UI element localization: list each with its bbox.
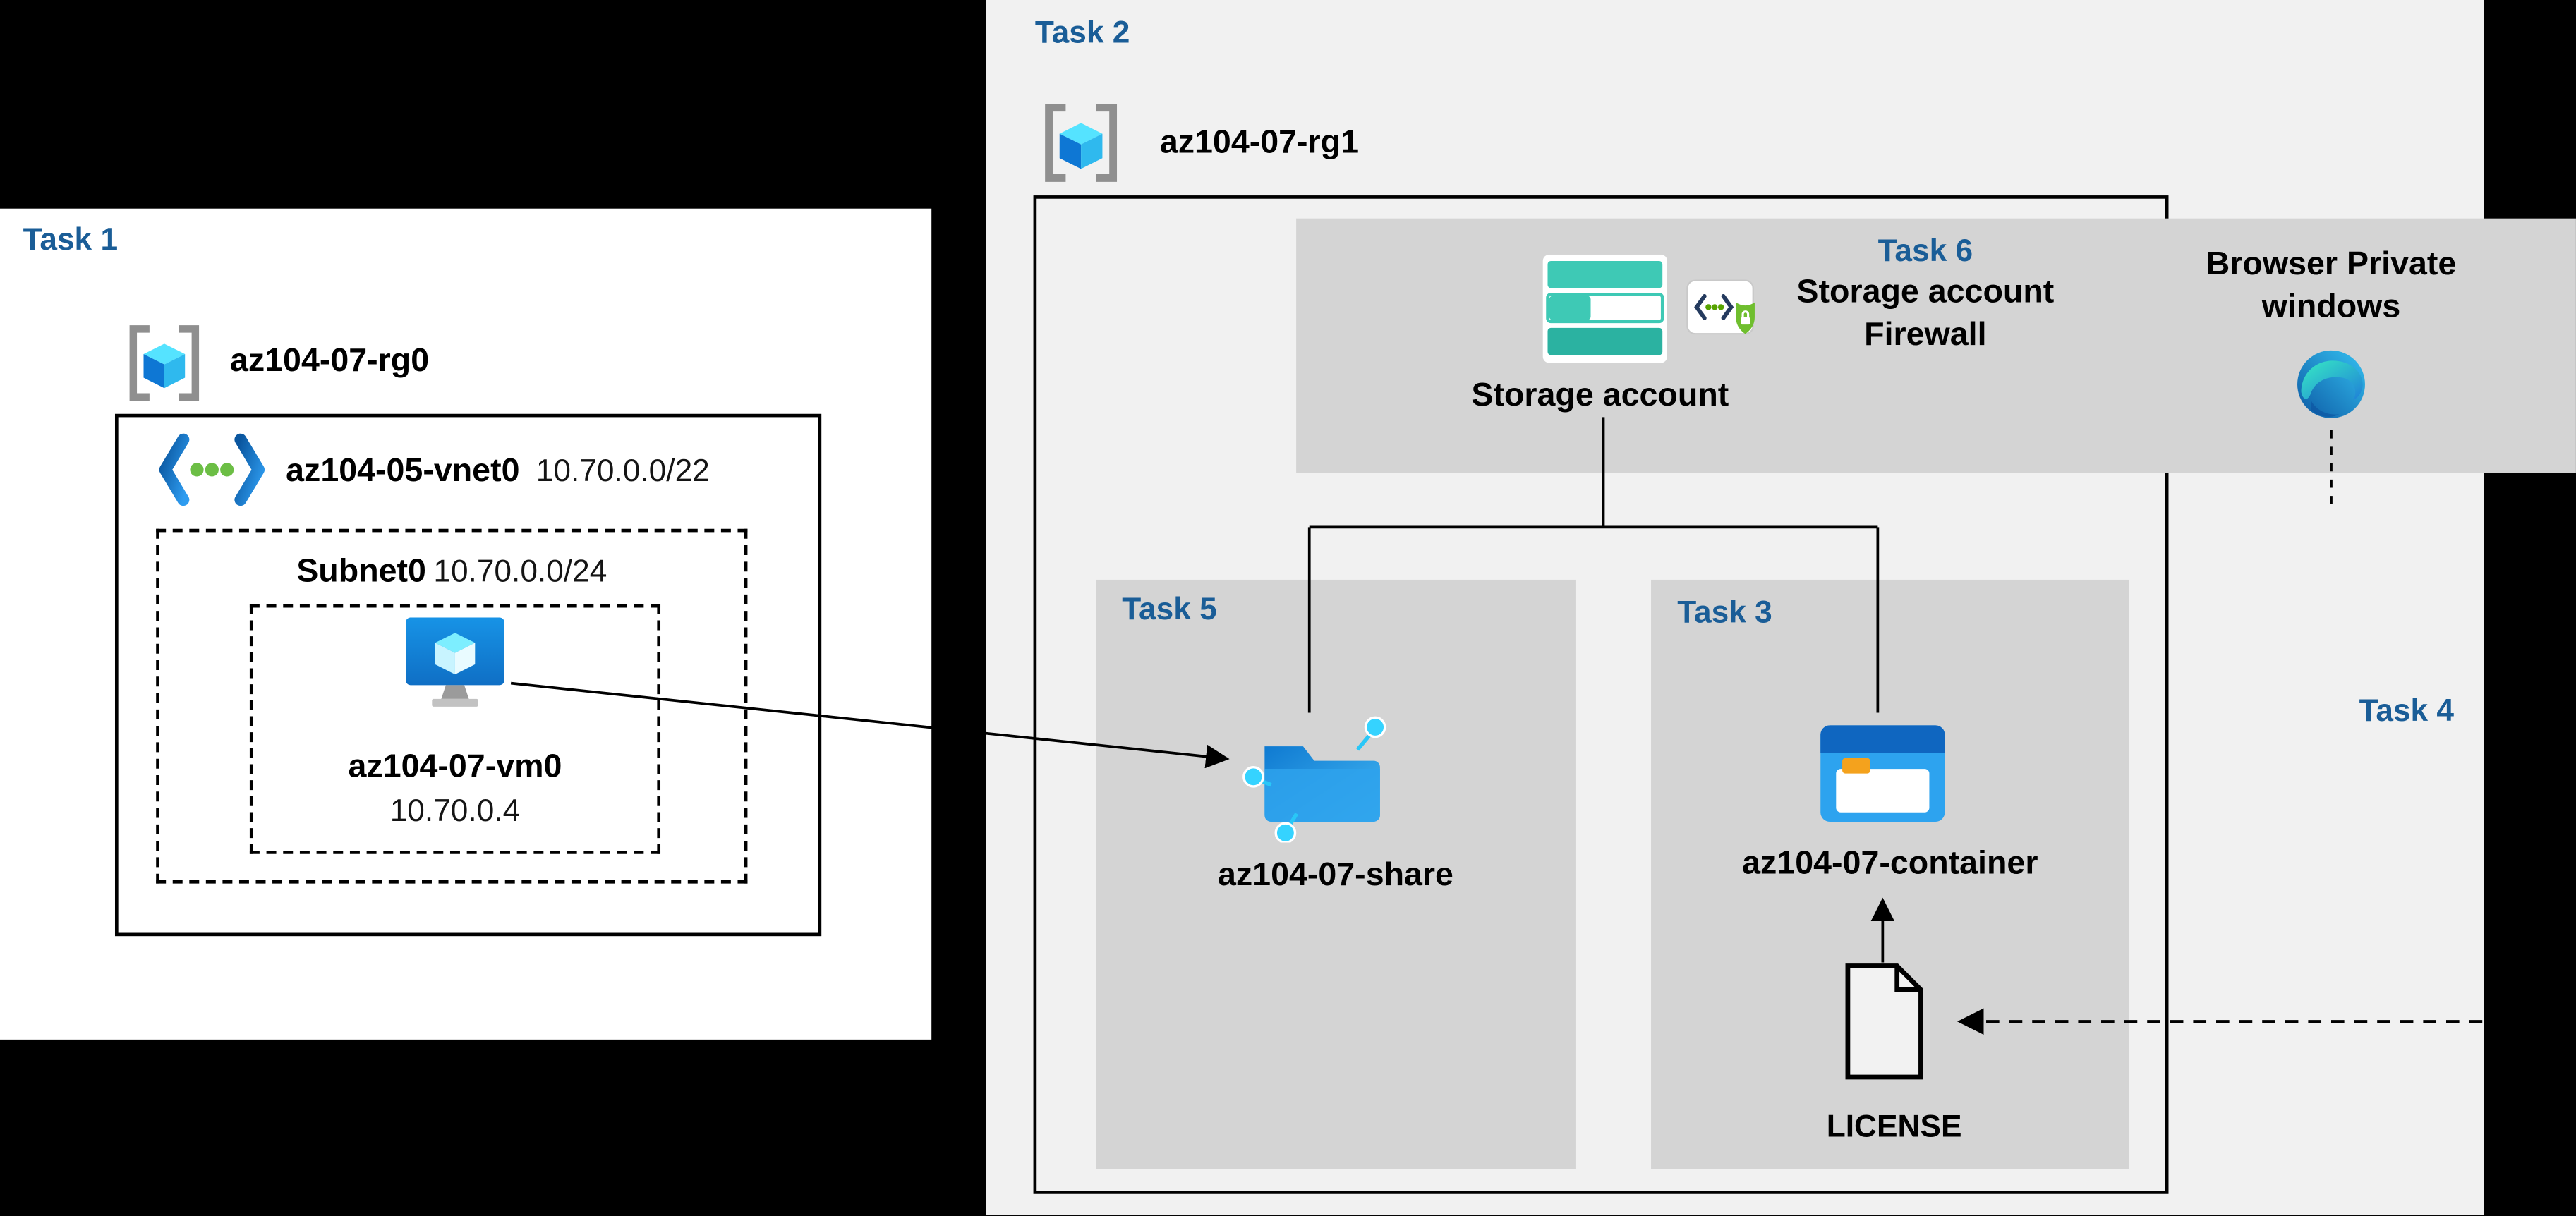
vnet-name: az104-05-vnet0 — [286, 453, 520, 490]
subnet-cidr: 10.70.0.0/24 — [433, 554, 607, 590]
task4-label: Task 4 — [2359, 694, 2455, 729]
vnet-label: az104-05-vnet0 10.70.0.0/22 — [286, 450, 710, 494]
resource-group-icon — [1035, 99, 1127, 188]
resource-group-icon — [120, 319, 209, 408]
task6-label: Task 6 — [1877, 234, 1973, 269]
blob-container-icon — [1817, 716, 1948, 831]
browser-line2: windows — [2261, 288, 2401, 326]
document-icon — [1837, 959, 1932, 1084]
license-label: LICENSE — [1826, 1109, 1962, 1145]
rg0-label: az104-07-rg0 — [229, 343, 430, 379]
storage-account-label: Storage account — [1471, 377, 1729, 414]
subnet-name: Subnet0 — [296, 553, 426, 590]
task6-title-line1: Storage account — [1796, 274, 2055, 310]
firewall-icon — [1686, 273, 1761, 342]
browser-line1: Browser Private — [2206, 246, 2457, 283]
vnet-icon — [158, 432, 267, 507]
edge-icon — [2293, 346, 2369, 422]
storage-account-icon — [1542, 254, 1667, 363]
vm-ip: 10.70.0.4 — [389, 794, 521, 829]
vm-name: az104-07-vm0 — [348, 748, 562, 785]
browser-block: Browser Private windows — [2183, 243, 2479, 329]
task3-label: Task 3 — [1677, 596, 1772, 631]
container-label: az104-07-container — [1742, 846, 2038, 882]
vm-icon — [404, 617, 506, 712]
vnet-boundary — [114, 413, 822, 937]
rg1-label: az104-07-rg1 — [1159, 124, 1360, 162]
task1-label: Task 1 — [23, 223, 119, 258]
file-share-icon — [1242, 711, 1390, 843]
task6-block: Task 6 Storage account Firewall — [1745, 235, 2106, 356]
task6-title-line2: Firewall — [1864, 317, 1987, 353]
subnet-label: Subnet0 10.70.0.0/24 — [156, 550, 747, 594]
vnet-cidr: 10.70.0.0/22 — [536, 454, 710, 490]
task2-label: Task 2 — [1034, 16, 1130, 51]
share-label: az104-07-share — [1217, 857, 1453, 894]
task5-label: Task 5 — [1122, 592, 1217, 628]
